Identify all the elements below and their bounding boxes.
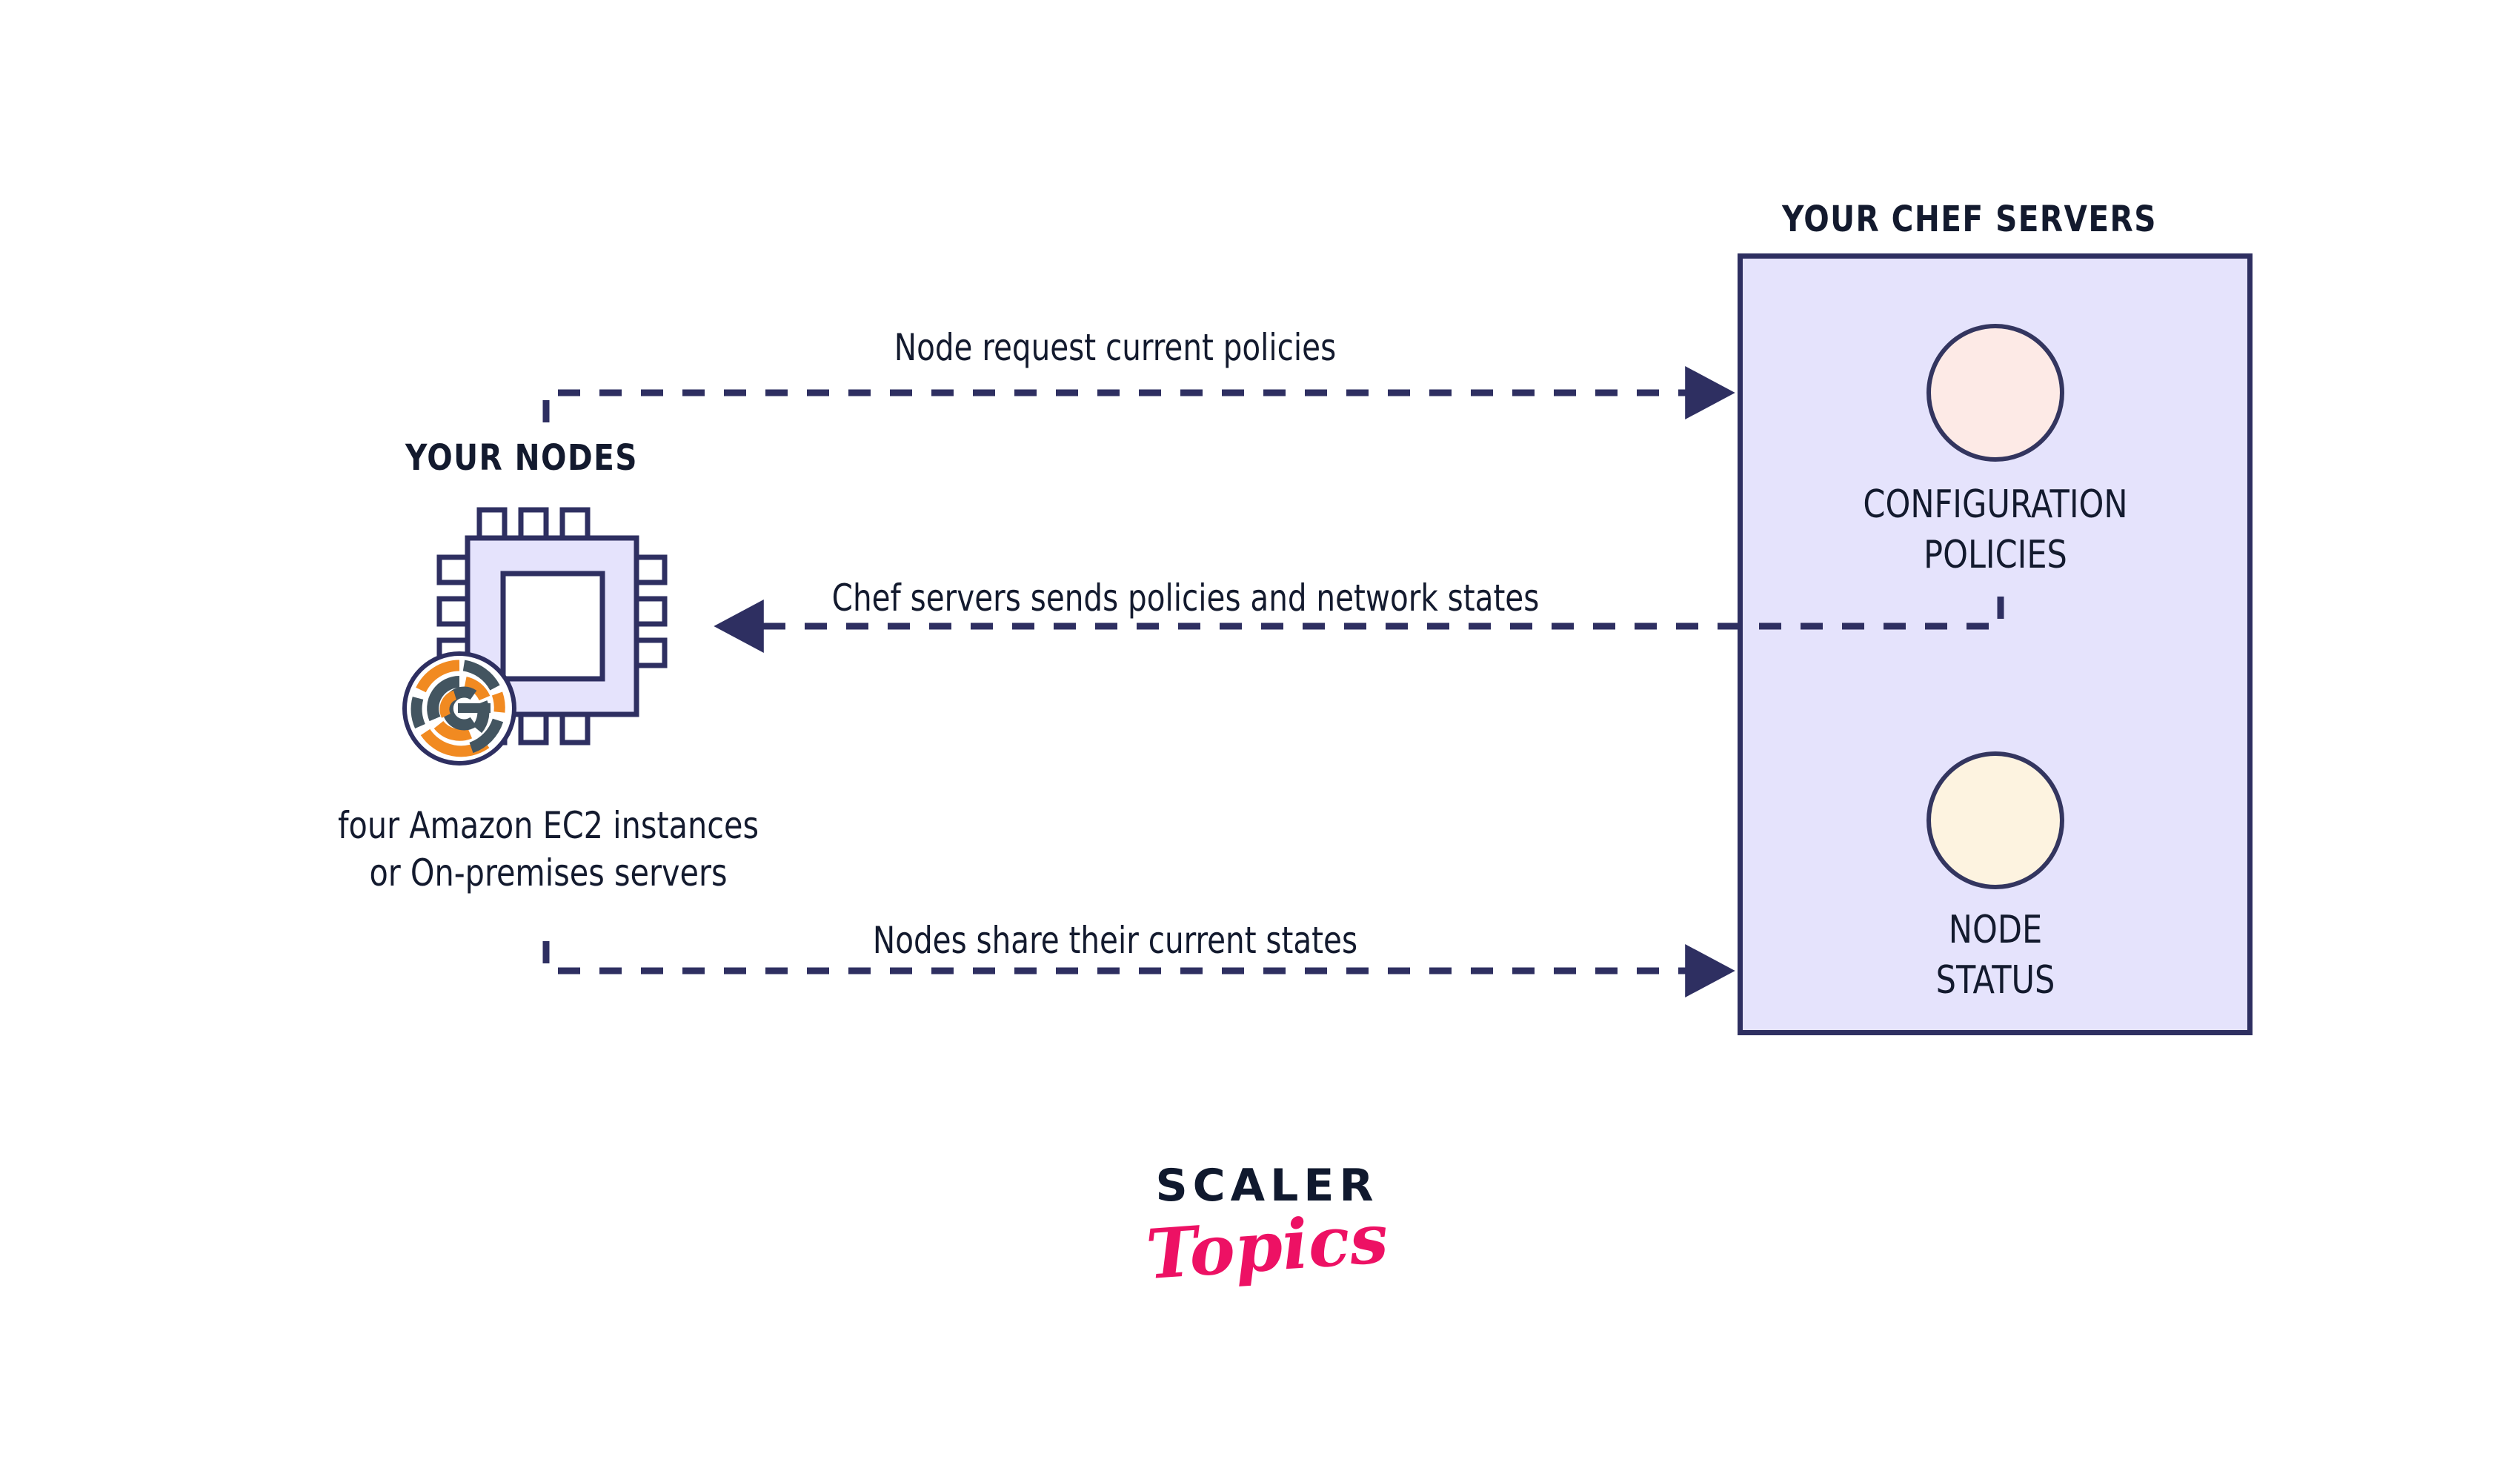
arrow-label-node-request: Node request current policies — [894, 326, 1337, 369]
scaler-wordmark: SCALER — [1155, 1160, 1379, 1212]
arrow-node-request — [542, 366, 1735, 422]
configuration-policies-line-1: CONFIGURATION — [1863, 482, 2128, 527]
arrow-label-server-send: Chef servers sends policies and network … — [831, 577, 1540, 620]
your-nodes-heading: YOUR NODES — [405, 437, 638, 479]
configuration-policies-line-2: POLICIES — [1924, 532, 2067, 577]
node-status-line-2: STATUS — [1935, 957, 2055, 1003]
configuration-policies-caption: CONFIGURATION POLICIES — [1757, 480, 2234, 580]
node-status-caption: NODE STATUS — [1757, 906, 2234, 1006]
node-status-line-1: NODE — [1948, 908, 2043, 952]
node-caption-line-1: four Amazon EC2 instances — [337, 804, 759, 847]
node-status-circle — [1926, 751, 2064, 889]
scaler-topics-logo: SCALER Topics — [1111, 1163, 1423, 1341]
topics-wordmark: Topics — [1143, 1198, 1391, 1295]
configuration-policies-circle — [1926, 324, 2064, 462]
node-caption: four Amazon EC2 instances or On-premises… — [289, 802, 807, 897]
node-caption-line-2: or On-premises servers — [369, 851, 728, 894]
chef-servers-heading: YOUR CHEF SERVERS — [1782, 199, 2157, 240]
chef-logo-icon — [402, 651, 516, 766]
arrow-label-node-share: Nodes share their current states — [872, 919, 1358, 962]
